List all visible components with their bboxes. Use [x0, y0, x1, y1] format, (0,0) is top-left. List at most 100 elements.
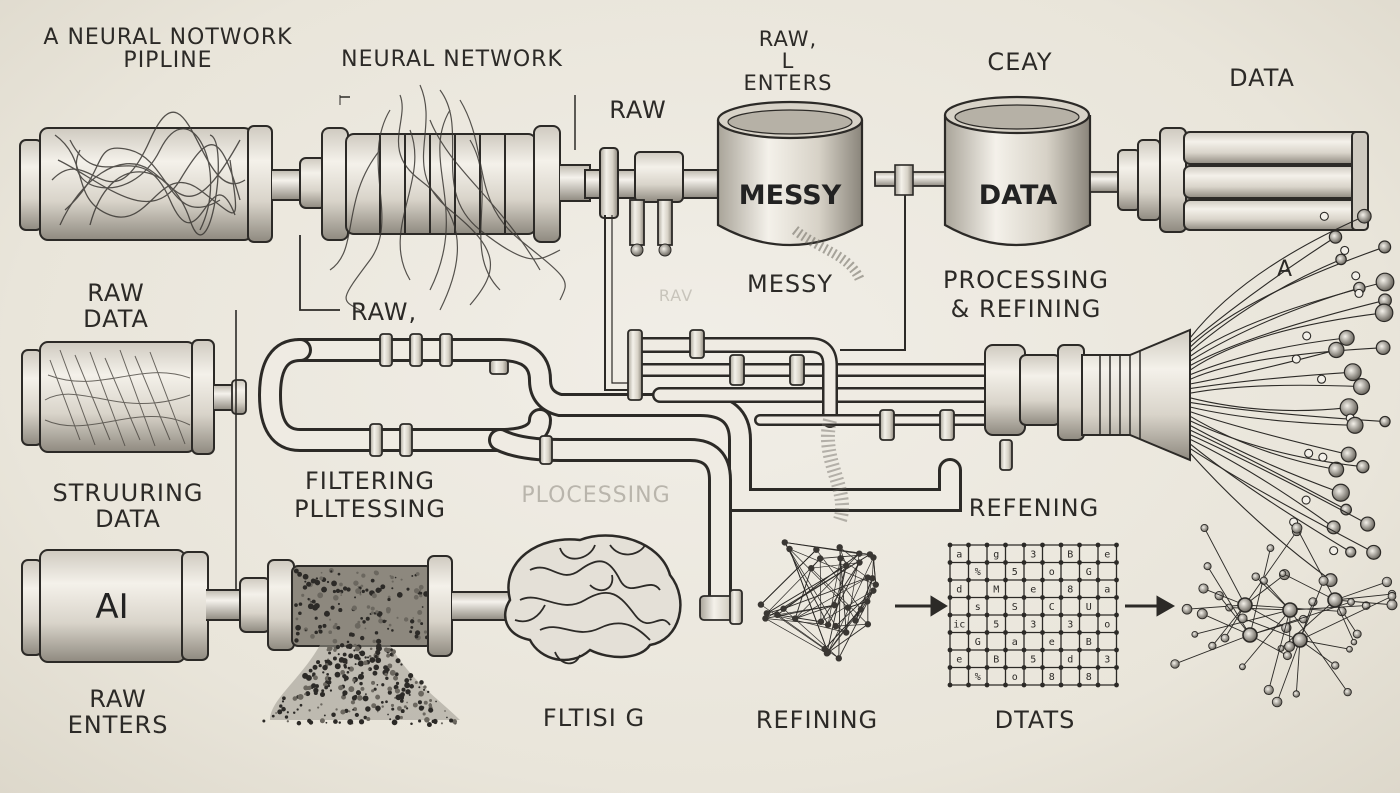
gravel-pile	[262, 568, 458, 728]
gravel-piece	[330, 570, 333, 573]
grid-symbol: 8	[1049, 672, 1055, 683]
gravel-piece	[387, 690, 392, 695]
synapse-line	[835, 590, 874, 627]
tank-label-messy: MESSY	[738, 180, 842, 211]
arrow-to-network	[1125, 595, 1176, 617]
gravel-piece	[351, 605, 357, 611]
gravel-piece	[353, 580, 359, 586]
grid-node	[1114, 577, 1119, 583]
label-ghost-raw: RAV	[658, 286, 694, 305]
gravel-piece	[281, 706, 286, 712]
gravel-piece	[320, 571, 323, 574]
grid-node	[1095, 577, 1101, 583]
gravel-piece	[315, 577, 319, 580]
grid-node	[1095, 630, 1101, 635]
gravel-piece	[353, 643, 357, 647]
gravel-piece	[323, 610, 330, 617]
grid-node	[1003, 647, 1008, 653]
gravel-piece	[306, 687, 310, 691]
gravel-piece	[338, 721, 341, 724]
grid-node	[1021, 665, 1027, 670]
neuron-node	[1263, 684, 1274, 696]
grid-node	[1040, 647, 1045, 653]
gravel-piece	[319, 718, 325, 724]
neuron-node	[1251, 572, 1261, 581]
gravel-piece	[353, 707, 358, 712]
gravel-piece	[359, 593, 362, 596]
gravel-piece	[363, 660, 368, 666]
gravel-piece	[339, 582, 343, 587]
grid-symbol: 5	[993, 620, 999, 631]
pipe-flanges	[369, 329, 1013, 625]
gravel-piece	[327, 658, 329, 661]
gravel-piece	[348, 653, 354, 659]
gravel-piece	[317, 592, 324, 599]
neuron-node	[1381, 576, 1393, 588]
gravel-piece	[294, 603, 298, 607]
gravel-piece	[378, 643, 382, 647]
label-ceay: CEAY	[987, 48, 1053, 76]
gravel-piece	[358, 719, 365, 725]
synapse-line	[1282, 573, 1336, 601]
brain	[503, 534, 682, 665]
grid-node	[1003, 542, 1008, 548]
grid-node	[1114, 542, 1119, 548]
grid-node	[1040, 577, 1045, 583]
gravel-piece	[365, 616, 370, 621]
grid-node	[1003, 560, 1008, 565]
synapse-line	[811, 562, 860, 569]
neuron-node	[1356, 208, 1372, 224]
gravel-piece	[335, 708, 338, 711]
gravel-piece	[393, 675, 399, 681]
gravel-piece	[414, 634, 419, 639]
gravel-piece	[423, 685, 427, 689]
grid-node	[1077, 647, 1082, 653]
grid-symbol: d	[956, 585, 962, 596]
grid-node	[1058, 560, 1064, 565]
grid-node	[966, 665, 971, 670]
gravel-piece	[408, 693, 411, 696]
gravel-piece	[279, 704, 283, 708]
gravel-piece	[420, 622, 424, 626]
synapse-line	[834, 565, 847, 606]
gravel-piece	[326, 673, 329, 676]
gravel-piece	[342, 673, 347, 679]
gravel-piece	[364, 656, 367, 659]
gravel-piece	[312, 672, 316, 676]
gravel-piece	[314, 602, 320, 609]
gravel-piece	[314, 579, 321, 586]
label-refening: REFENING	[968, 494, 1100, 522]
neuron-node	[1375, 272, 1395, 292]
gravel-piece	[294, 638, 299, 643]
neuron-node	[774, 611, 781, 619]
gravel-piece	[305, 691, 311, 697]
struuring-data-text: STRUURING DATA	[52, 479, 204, 534]
gravel-piece	[326, 580, 330, 584]
gravel-piece	[302, 585, 308, 590]
synapse-line	[766, 565, 847, 614]
gravel-piece	[286, 720, 289, 723]
gravel-piece	[350, 700, 356, 705]
gravel-piece	[357, 660, 364, 667]
grid-node	[1003, 630, 1008, 635]
grid-symbol: C	[1049, 602, 1055, 613]
grid-symbol: ic	[953, 620, 965, 631]
gravel-piece	[408, 673, 414, 679]
neuron-node	[844, 604, 852, 611]
neuron-node	[1266, 544, 1275, 552]
gravel-piece	[324, 685, 328, 690]
neuron-node	[1335, 253, 1347, 266]
grid-node	[1058, 682, 1064, 688]
gravel-piece	[327, 645, 333, 652]
grid-symbol: S	[1012, 602, 1018, 613]
gravel-piece	[376, 710, 379, 713]
grid-node	[1058, 647, 1064, 653]
gravel-piece	[306, 581, 312, 587]
synapse-line	[824, 609, 862, 650]
label-fltising: FLTISI G	[542, 704, 646, 732]
gravel-piece	[401, 687, 406, 692]
synapse-line	[820, 562, 860, 622]
grid-node	[1114, 612, 1119, 618]
neuron-node	[832, 622, 839, 630]
